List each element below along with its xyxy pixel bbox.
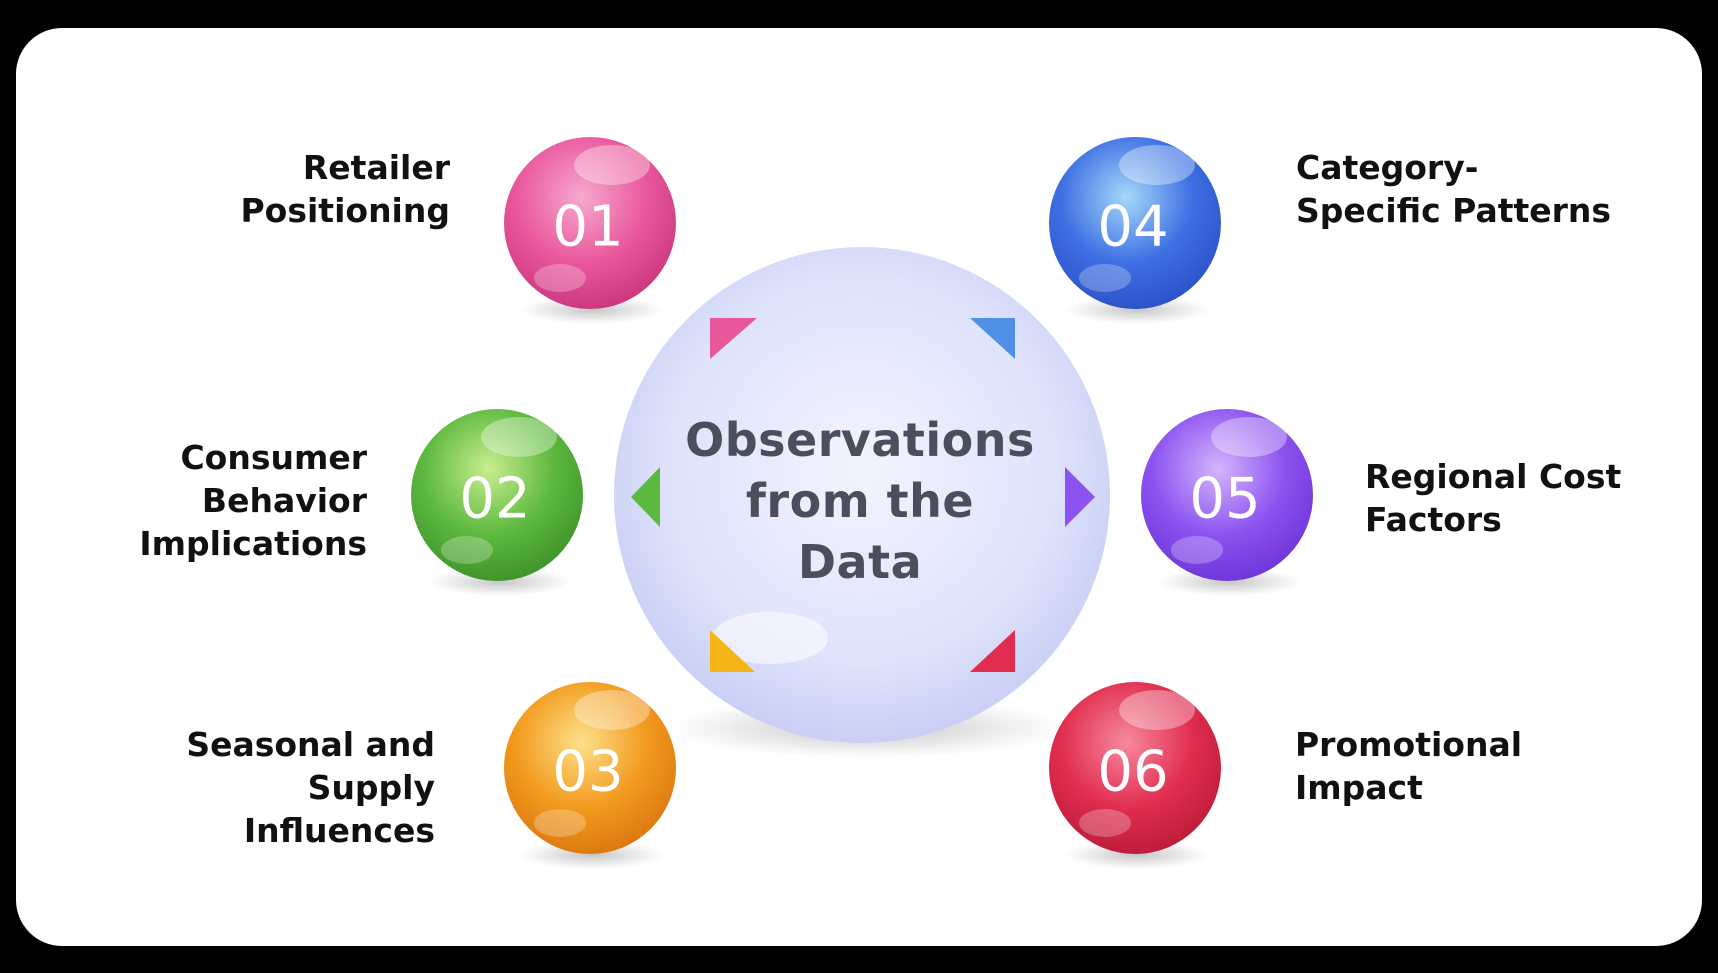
label-line: Specific Patterns xyxy=(1296,191,1612,230)
sphere-number-06: 06 xyxy=(1097,740,1168,805)
center-title-line: Observations xyxy=(685,413,1035,467)
sphere-02: 02 xyxy=(411,409,583,596)
label-line: Consumer xyxy=(180,438,367,477)
label-line: Promotional xyxy=(1295,725,1523,764)
center-title: Observations from the Data xyxy=(640,410,1080,593)
label-consumer-behavior: Consumer Behavior Implications xyxy=(139,436,367,565)
green-sphere-icon xyxy=(411,409,583,581)
blue-sphere-icon xyxy=(1049,137,1221,309)
sphere-number-01: 01 xyxy=(552,195,623,260)
label-line: Category- xyxy=(1296,148,1479,187)
label-line: Retailer xyxy=(302,148,450,187)
label-category-patterns: Category- Specific Patterns xyxy=(1296,146,1611,232)
label-line: Influences xyxy=(243,811,435,850)
sphere-number-04: 04 xyxy=(1097,195,1168,260)
label-promotional-impact: Promotional Impact xyxy=(1295,723,1522,809)
pointer-right-icon xyxy=(1065,467,1095,527)
label-line: Behavior xyxy=(201,481,367,520)
red-sphere-icon xyxy=(1049,682,1221,854)
pointer-bottom-right-icon xyxy=(970,630,1015,672)
purple-sphere-icon xyxy=(1141,409,1313,581)
orange-sphere-icon xyxy=(504,682,676,854)
sphere-number-03: 03 xyxy=(552,740,623,805)
label-line: Supply xyxy=(307,768,435,807)
label-line: Seasonal and xyxy=(186,725,435,764)
sphere-01: 01 xyxy=(504,137,676,324)
sphere-06: 06 xyxy=(1049,682,1221,869)
pointer-left-icon xyxy=(631,467,660,527)
label-regional-cost: Regional Cost Factors xyxy=(1365,455,1621,541)
pointer-bottom-left-icon xyxy=(710,630,755,672)
center-title-line: Data xyxy=(797,535,923,589)
pink-sphere-icon xyxy=(504,137,676,309)
label-line: Factors xyxy=(1365,500,1502,539)
sphere-03: 03 xyxy=(504,682,676,869)
label-seasonal-supply: Seasonal and Supply Influences xyxy=(186,723,435,852)
sphere-number-02: 02 xyxy=(459,467,530,532)
label-retailer-positioning: Retailer Positioning xyxy=(241,146,451,232)
label-line: Impact xyxy=(1295,768,1423,807)
label-line: Positioning xyxy=(240,191,451,230)
label-line: Implications xyxy=(139,524,367,563)
sphere-05: 05 xyxy=(1141,409,1313,596)
pointer-top-left-icon xyxy=(710,318,757,359)
sphere-04: 04 xyxy=(1049,137,1221,324)
label-line: Regional Cost xyxy=(1365,457,1622,496)
pointer-top-right-icon xyxy=(970,318,1015,359)
center-sphere-highlight xyxy=(712,612,828,664)
center-title-line: from the xyxy=(745,474,975,528)
sphere-number-05: 05 xyxy=(1189,467,1260,532)
